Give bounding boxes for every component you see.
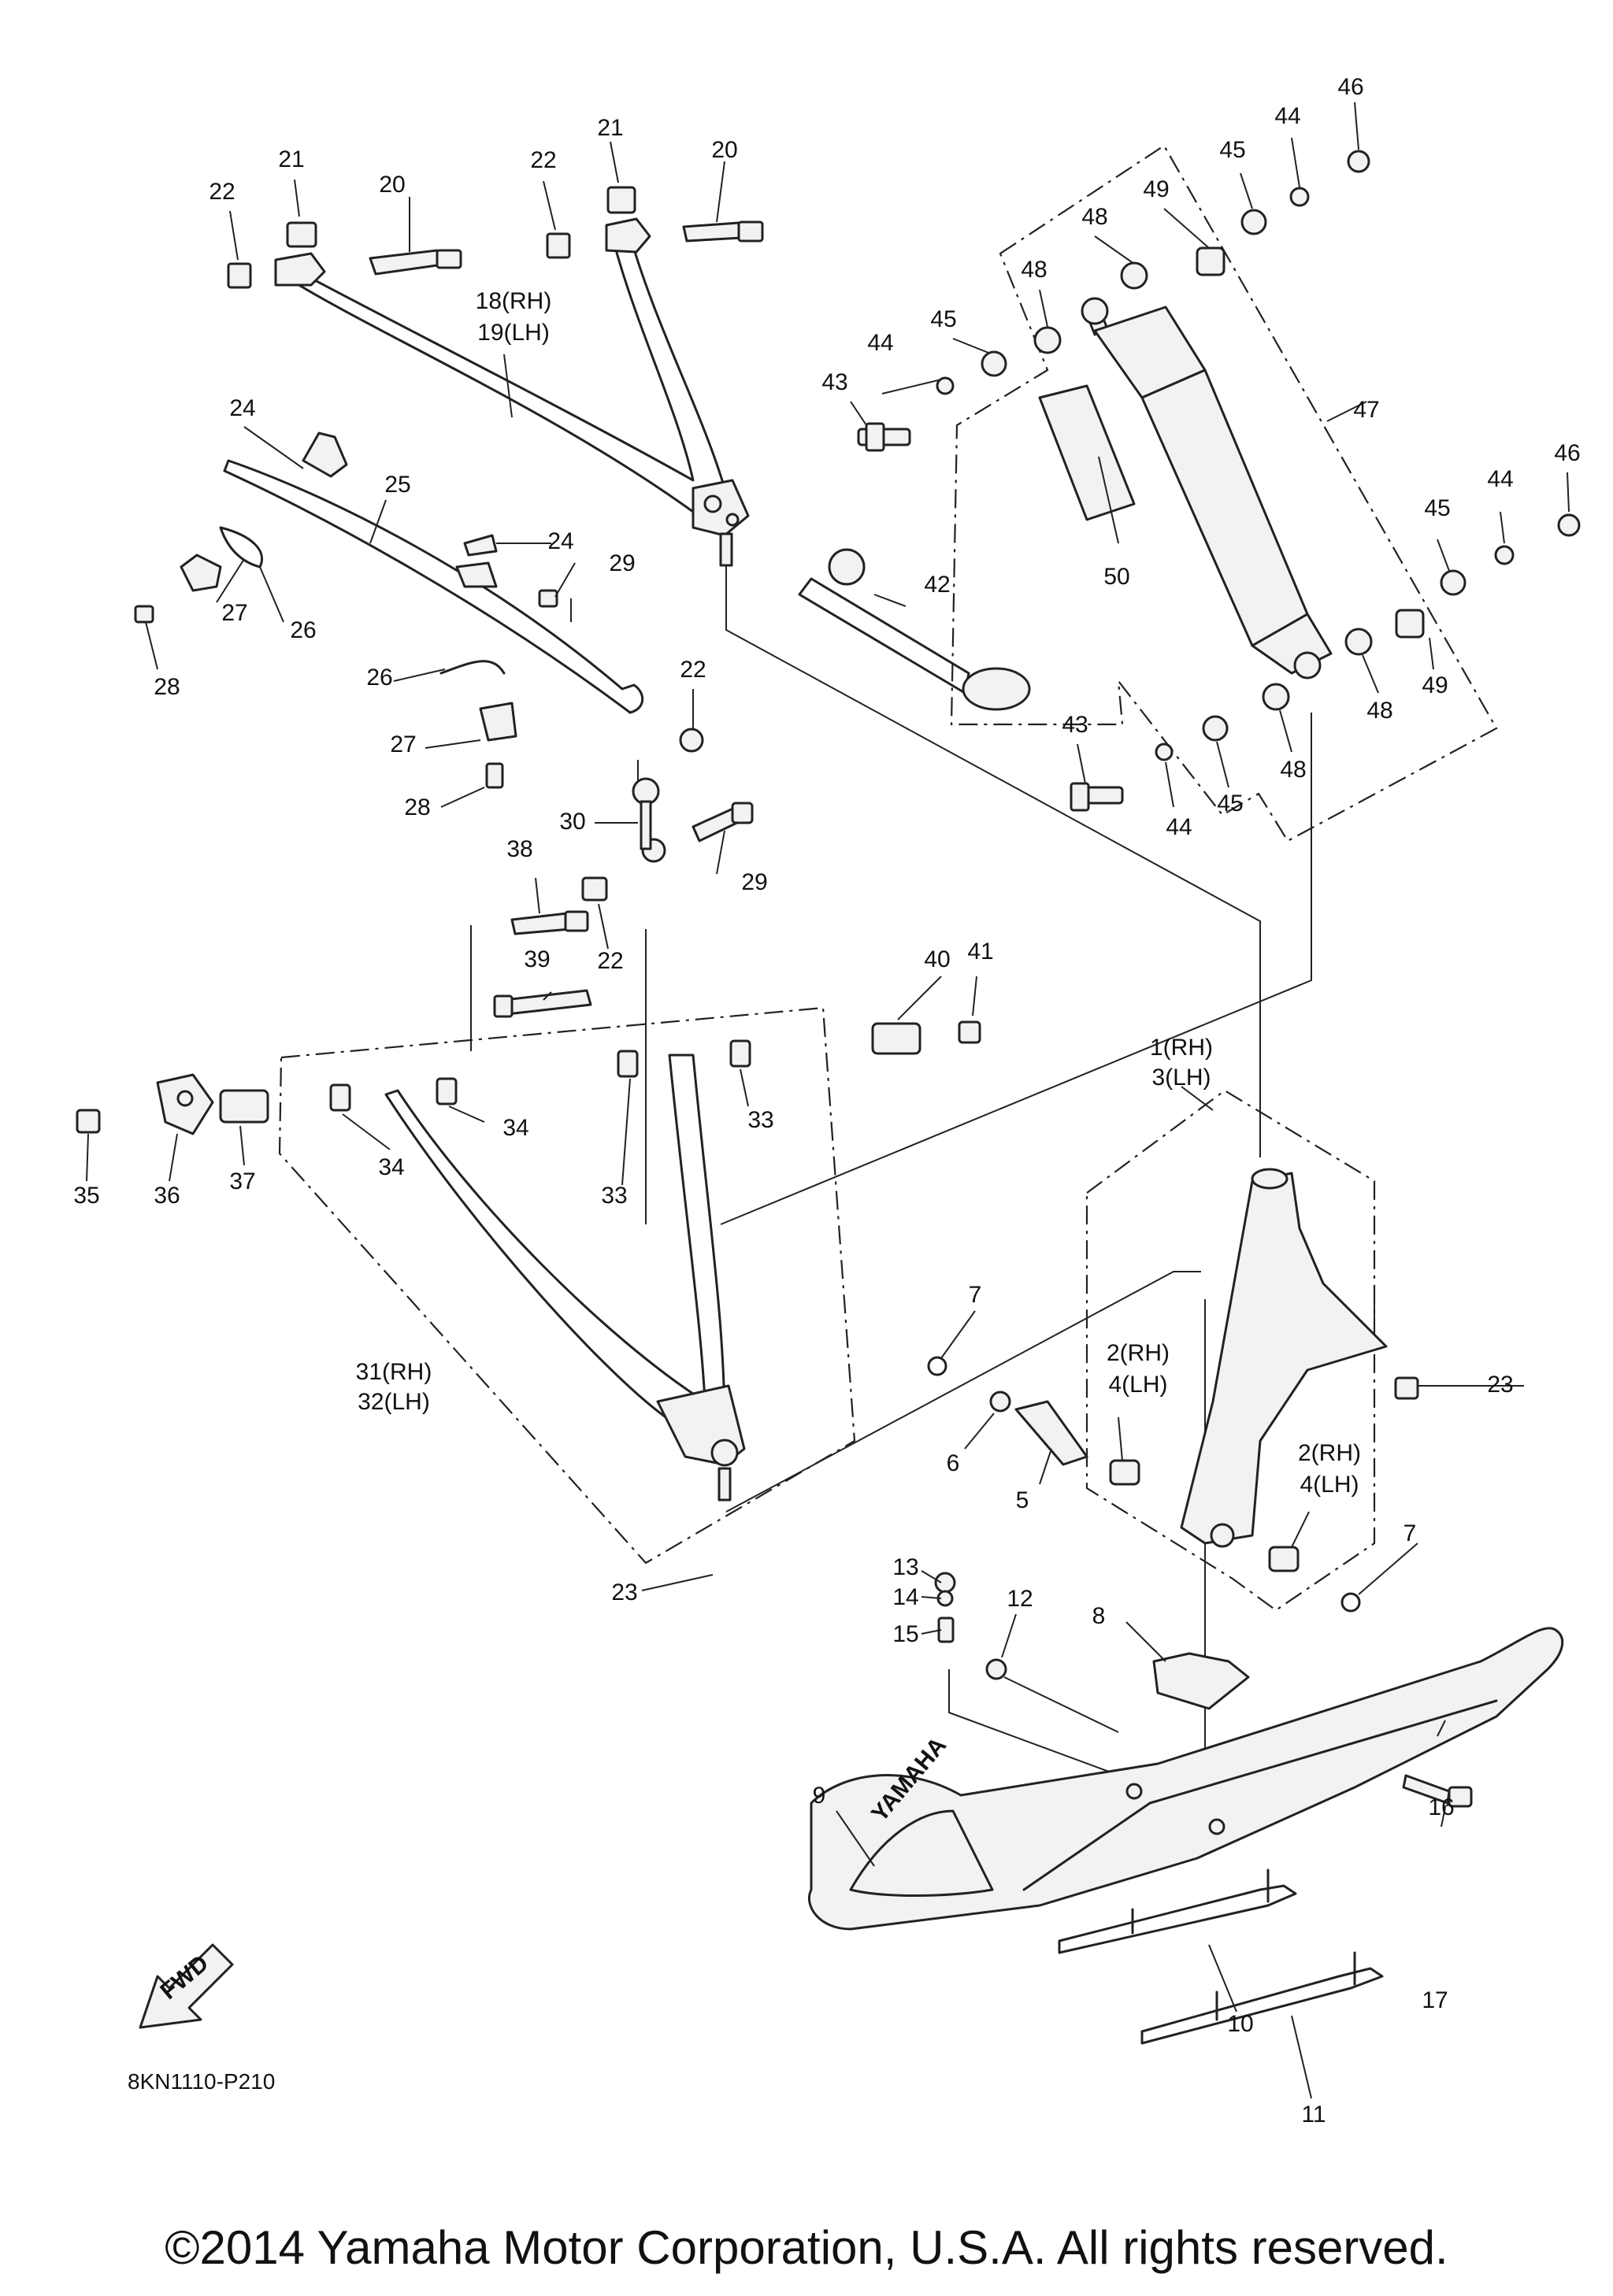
callout: 34 xyxy=(502,1115,528,1141)
callout-labels: 20 21 22 20 21 22 18(RH) 19(LH) 24 25 26… xyxy=(73,74,1580,2128)
callout: 50 xyxy=(1103,564,1129,590)
callout: 24 xyxy=(229,395,255,421)
callout: 48 xyxy=(1021,257,1047,283)
callout: 44 xyxy=(1274,103,1300,129)
callout: 29 xyxy=(741,869,767,895)
callout: 45 xyxy=(1217,791,1243,817)
callout: 22 xyxy=(597,948,623,974)
upper-a-arm xyxy=(227,186,764,567)
callout: 44 xyxy=(1166,814,1192,840)
callout: 22 xyxy=(680,657,706,683)
callout: 37 xyxy=(229,1168,255,1194)
callout: 43 xyxy=(1062,712,1088,738)
callout: 4(LH) xyxy=(1108,1372,1167,1398)
callout: 7 xyxy=(1403,1520,1417,1546)
callout: 48 xyxy=(1081,204,1107,230)
callout: 4(LH) xyxy=(1300,1472,1359,1498)
callout: 44 xyxy=(1487,466,1513,492)
tie-rod xyxy=(581,777,754,902)
callout: 22 xyxy=(209,179,235,205)
spindle xyxy=(927,1168,1419,1613)
callout: 12 xyxy=(1007,1586,1033,1612)
callout: 49 xyxy=(1143,176,1169,202)
callout: 34 xyxy=(378,1154,404,1180)
shock-absorber xyxy=(857,150,1581,812)
callout: 28 xyxy=(404,794,430,820)
ski xyxy=(808,1572,1564,1931)
callout: 11 xyxy=(1301,2102,1326,2128)
callout: 42 xyxy=(924,572,950,598)
callout: 20 xyxy=(379,172,405,198)
callout: 13 xyxy=(892,1554,918,1580)
callout: 2(RH) xyxy=(1298,1440,1361,1466)
callout: 1(RH) xyxy=(1150,1035,1213,1061)
callout: 40 xyxy=(924,946,950,972)
callout: 28 xyxy=(154,674,180,700)
callout: 27 xyxy=(390,731,416,757)
steering-arm xyxy=(798,548,1031,711)
callout: 20 xyxy=(711,137,737,163)
callout: 45 xyxy=(1219,137,1245,163)
callout: 41 xyxy=(967,939,993,965)
fwd-arrow: FWD xyxy=(139,1943,234,2029)
callout: 17 xyxy=(1422,1987,1448,2013)
callout: 23 xyxy=(611,1579,637,1605)
callout: 19(LH) xyxy=(477,320,550,346)
group-outlines xyxy=(278,144,1498,1612)
callout: 43 xyxy=(821,369,847,395)
callout: 26 xyxy=(290,617,316,643)
connector-lines xyxy=(470,563,1375,1811)
callout: 9 xyxy=(813,1783,826,1809)
callout: 5 xyxy=(1016,1487,1029,1513)
callout: 3(LH) xyxy=(1151,1065,1211,1091)
callout: 7 xyxy=(969,1282,982,1308)
callout: 14 xyxy=(892,1584,918,1610)
callout: 36 xyxy=(154,1183,180,1209)
diagram-id: 8KN1110-P210 xyxy=(128,2069,276,2094)
callout: 21 xyxy=(278,146,304,172)
callout: 35 xyxy=(73,1183,99,1209)
callout: 22 xyxy=(530,147,556,173)
callout: 32(LH) xyxy=(358,1389,430,1415)
callout: 49 xyxy=(1422,672,1448,698)
callout: 33 xyxy=(601,1183,627,1209)
callout: 24 xyxy=(547,528,573,554)
callout: 21 xyxy=(597,115,623,141)
wear-bars xyxy=(1058,1868,1384,2045)
callout: 16 xyxy=(1428,1794,1454,1820)
callout: 33 xyxy=(747,1107,773,1133)
callout: 39 xyxy=(524,946,550,972)
callout: 26 xyxy=(366,665,392,691)
callout: 44 xyxy=(867,330,893,356)
callout: 46 xyxy=(1554,440,1580,466)
callout: 2(RH) xyxy=(1107,1340,1170,1366)
lower-a-arm xyxy=(76,910,981,1502)
callout: 8 xyxy=(1092,1603,1106,1629)
callout: 48 xyxy=(1280,757,1306,783)
callout: 10 xyxy=(1227,2011,1253,2037)
callout: 38 xyxy=(506,836,532,862)
leader-lines xyxy=(86,102,1570,2099)
callout: 6 xyxy=(947,1450,960,1476)
callout: 30 xyxy=(559,809,585,835)
callout: 45 xyxy=(930,306,956,332)
callout: 31(RH) xyxy=(356,1359,432,1385)
copyright-notice: ©2014 Yamaha Motor Corporation, U.S.A. A… xyxy=(165,2221,1448,2274)
callout: 48 xyxy=(1366,698,1392,724)
callout: 18(RH) xyxy=(476,288,552,314)
callout: 47 xyxy=(1353,397,1379,423)
callout: 45 xyxy=(1424,495,1450,521)
callout: 27 xyxy=(221,600,247,626)
stabilizer-bar xyxy=(134,431,704,789)
callout: 23 xyxy=(1487,1372,1513,1398)
callout: 29 xyxy=(609,550,635,576)
callout: 15 xyxy=(892,1621,918,1647)
callout: 25 xyxy=(384,472,410,498)
callout: 46 xyxy=(1337,74,1363,100)
